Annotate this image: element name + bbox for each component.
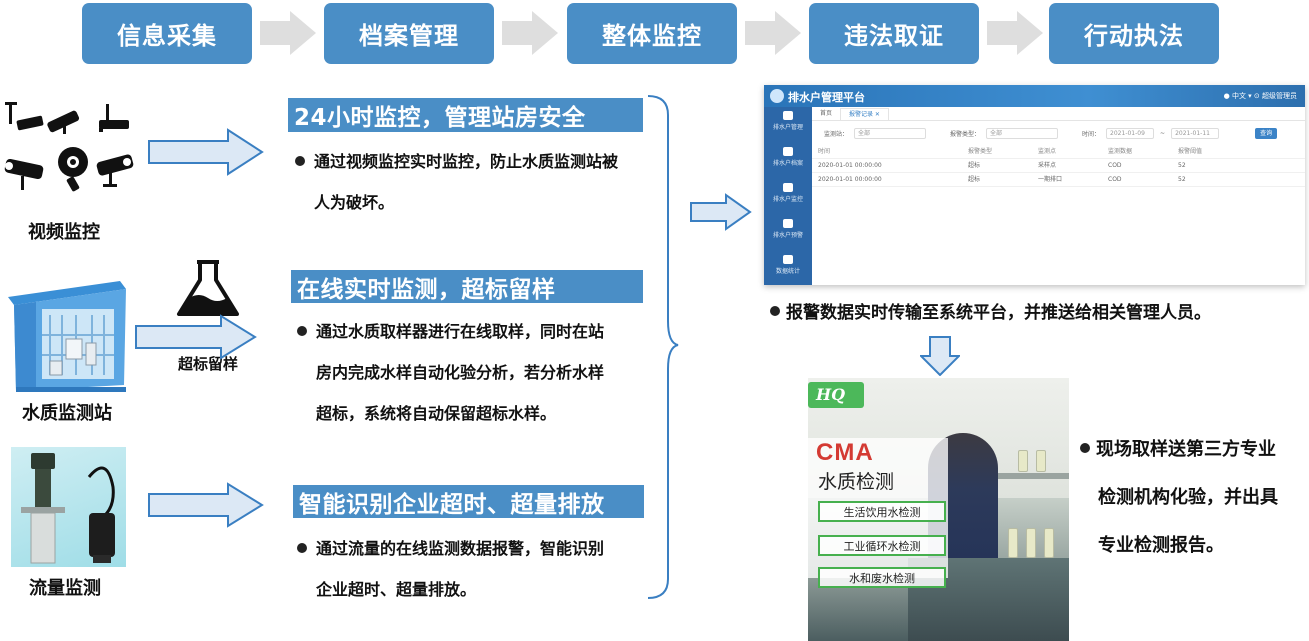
flow-meter-icon [21, 453, 115, 564]
filter-label: 报警类型： [950, 130, 981, 138]
bullet-icon [297, 325, 307, 336]
water-station-label: 水质监测站 [22, 403, 112, 424]
bottle-icon [1036, 450, 1046, 472]
platform-tabs: 首页 报警记录 ✕ [812, 107, 1305, 121]
chevron-arrow-icon [502, 11, 558, 55]
table-header: 时间 报警类型 监测点 监测数据 报警阈值 [812, 145, 1305, 159]
step-3: 整体监控 [567, 3, 737, 64]
bullet-icon [770, 306, 780, 316]
feature-line: 人为破坏。 [314, 193, 395, 212]
table-row[interactable]: 2020-01-01 00:00:00 超标 一期排口 COD 52 [812, 173, 1305, 187]
right-arrow-icon [690, 193, 752, 231]
platform-sidebar: 排水户管理 排水户档案 排水户监控 排水户预警 数据统计 [764, 107, 812, 285]
feature-line: 通过视频监控实时监控，防止水质监测站被 [295, 141, 655, 182]
filter-label: 时间： [1082, 130, 1101, 138]
table-row[interactable]: 2020-01-01 00:00:00 超标 采样点 COD 52 [812, 159, 1305, 173]
video-monitor-label: 视频监控 [28, 222, 100, 243]
flow-monitor-label: 流量监测 [29, 578, 101, 599]
feature-title-online: 在线实时监测，超标留样 [291, 270, 643, 303]
step-5: 行动执法 [1049, 3, 1219, 64]
monitor-icon [783, 219, 793, 228]
tab-home[interactable]: 首页 [820, 110, 833, 117]
brace-icon [647, 95, 679, 599]
service-drinking-water: 生活饮用水检测 [818, 501, 946, 522]
bottle-icon [1018, 450, 1028, 472]
platform-logo-icon [770, 89, 784, 103]
right-arrow-icon [135, 314, 257, 360]
chevron-arrow-icon [987, 11, 1043, 55]
service-industrial-water: 工业循环水检测 [818, 535, 946, 556]
feature-title-flow: 智能识别企业超时、超量排放 [293, 485, 644, 518]
cctv-cameras-icon [4, 102, 134, 192]
cma-title: CMA [816, 439, 874, 466]
feature-line: 通过流量的在线监测数据报警，智能识别 [297, 528, 657, 569]
right-arrow-icon [148, 128, 264, 176]
platform-filter: 监测站： 全部 报警类型： 全部 时间： 2021-01-09 ~ 2021-0… [812, 121, 1305, 145]
station-select[interactable]: 全部 [854, 127, 927, 139]
chevron-arrow-icon [260, 11, 316, 55]
feature-line: 企业超时、超量排放。 [316, 580, 477, 599]
sidebar-item[interactable]: 排水户预警 [764, 215, 812, 251]
feature-desc-online: 通过水质取样器进行在线取样，同时在站 房内完成水样自动化验分析，若分析水样 超标… [297, 311, 657, 434]
date-separator: ~ [1160, 129, 1166, 137]
flask-icon [177, 260, 239, 316]
platform-header: 排水户管理平台 ● 中文 ▾ ⊙ 超级管理员 [764, 85, 1305, 107]
hq-logo: HQ [808, 382, 864, 408]
file-icon [783, 147, 793, 156]
chart-icon [783, 255, 793, 264]
feature-line: 房内完成水样自动化验分析，若分析水样 [316, 363, 605, 382]
alarm-type-select[interactable]: 全部 [986, 127, 1059, 139]
alert-description: 报警数据实时传输至系统平台，并推送给相关管理人员。 [770, 290, 1211, 336]
step-1: 信息采集 [82, 3, 252, 64]
flow-meter-image [11, 447, 126, 567]
user-icon [783, 111, 793, 120]
feature-title-video: 24小时监控，管理站房安全 [288, 98, 643, 132]
third-party-description: 现场取样送第三方专业 检测机构化验，并出具 专业检测报告。 [1080, 426, 1306, 570]
bottle-icon [1044, 528, 1054, 558]
feature-desc-video: 通过视频监控实时监控，防止水质监测站被 人为破坏。 [295, 141, 655, 223]
platform-user[interactable]: ● 中文 ▾ ⊙ 超级管理员 [1223, 92, 1297, 100]
right-arrow-icon [148, 482, 264, 528]
step-2: 档案管理 [324, 3, 494, 64]
feature-desc-flow: 通过流量的在线监测数据报警，智能识别 企业超时、超量排放。 [297, 528, 657, 610]
sidebar-item[interactable]: 排水户管理 [764, 107, 812, 143]
desc-line: 现场取样送第三方专业 [1080, 426, 1306, 474]
platform-title: 排水户管理平台 [788, 91, 865, 104]
water-station-icon [8, 281, 126, 392]
briefcase-icon [783, 183, 793, 192]
tab-alarm-records[interactable]: 报警记录 ✕ [840, 108, 889, 120]
bottle-icon [1008, 528, 1018, 558]
lab-photo: HQ CMA 水质检测 生活饮用水检测 工业循环水检测 水和废水检测 [808, 378, 1069, 641]
sidebar-item[interactable]: 排水户监控 [764, 179, 812, 215]
chevron-arrow-icon [745, 11, 801, 55]
platform-screenshot: 排水户管理平台 ● 中文 ▾ ⊙ 超级管理员 排水户管理 排水户档案 排水户监控… [764, 85, 1305, 285]
bullet-icon [295, 155, 305, 166]
date-start-field[interactable]: 2021-01-09 [1106, 127, 1155, 139]
sidebar-item[interactable]: 数据统计 [764, 251, 812, 285]
bottle-icon [1026, 528, 1036, 558]
cma-subtitle: 水质检测 [818, 471, 895, 493]
down-arrow-icon [920, 336, 960, 376]
sidebar-item[interactable]: 排水户档案 [764, 143, 812, 179]
step-4: 违法取证 [809, 3, 979, 64]
desc-line: 检测机构化验，并出具 [1098, 487, 1278, 508]
platform-main: 首页 报警记录 ✕ 监测站： 全部 报警类型： 全部 时间： 2021-01-0… [812, 107, 1305, 285]
search-button[interactable]: 查询 [1255, 127, 1278, 139]
desc-line: 专业检测报告。 [1098, 535, 1224, 556]
bullet-icon [297, 542, 307, 553]
bullet-icon [1080, 443, 1090, 453]
service-wastewater: 水和废水检测 [818, 567, 946, 588]
filter-label: 监测站： [824, 130, 849, 138]
sample-retention-label: 超标留样 [177, 355, 238, 373]
feature-line: 通过水质取样器进行在线取样，同时在站 [297, 311, 657, 352]
lab-shelf [938, 473, 1069, 479]
date-end-field[interactable]: 2021-01-11 [1171, 127, 1220, 139]
feature-line: 超标，系统将自动保留超标水样。 [316, 404, 557, 423]
